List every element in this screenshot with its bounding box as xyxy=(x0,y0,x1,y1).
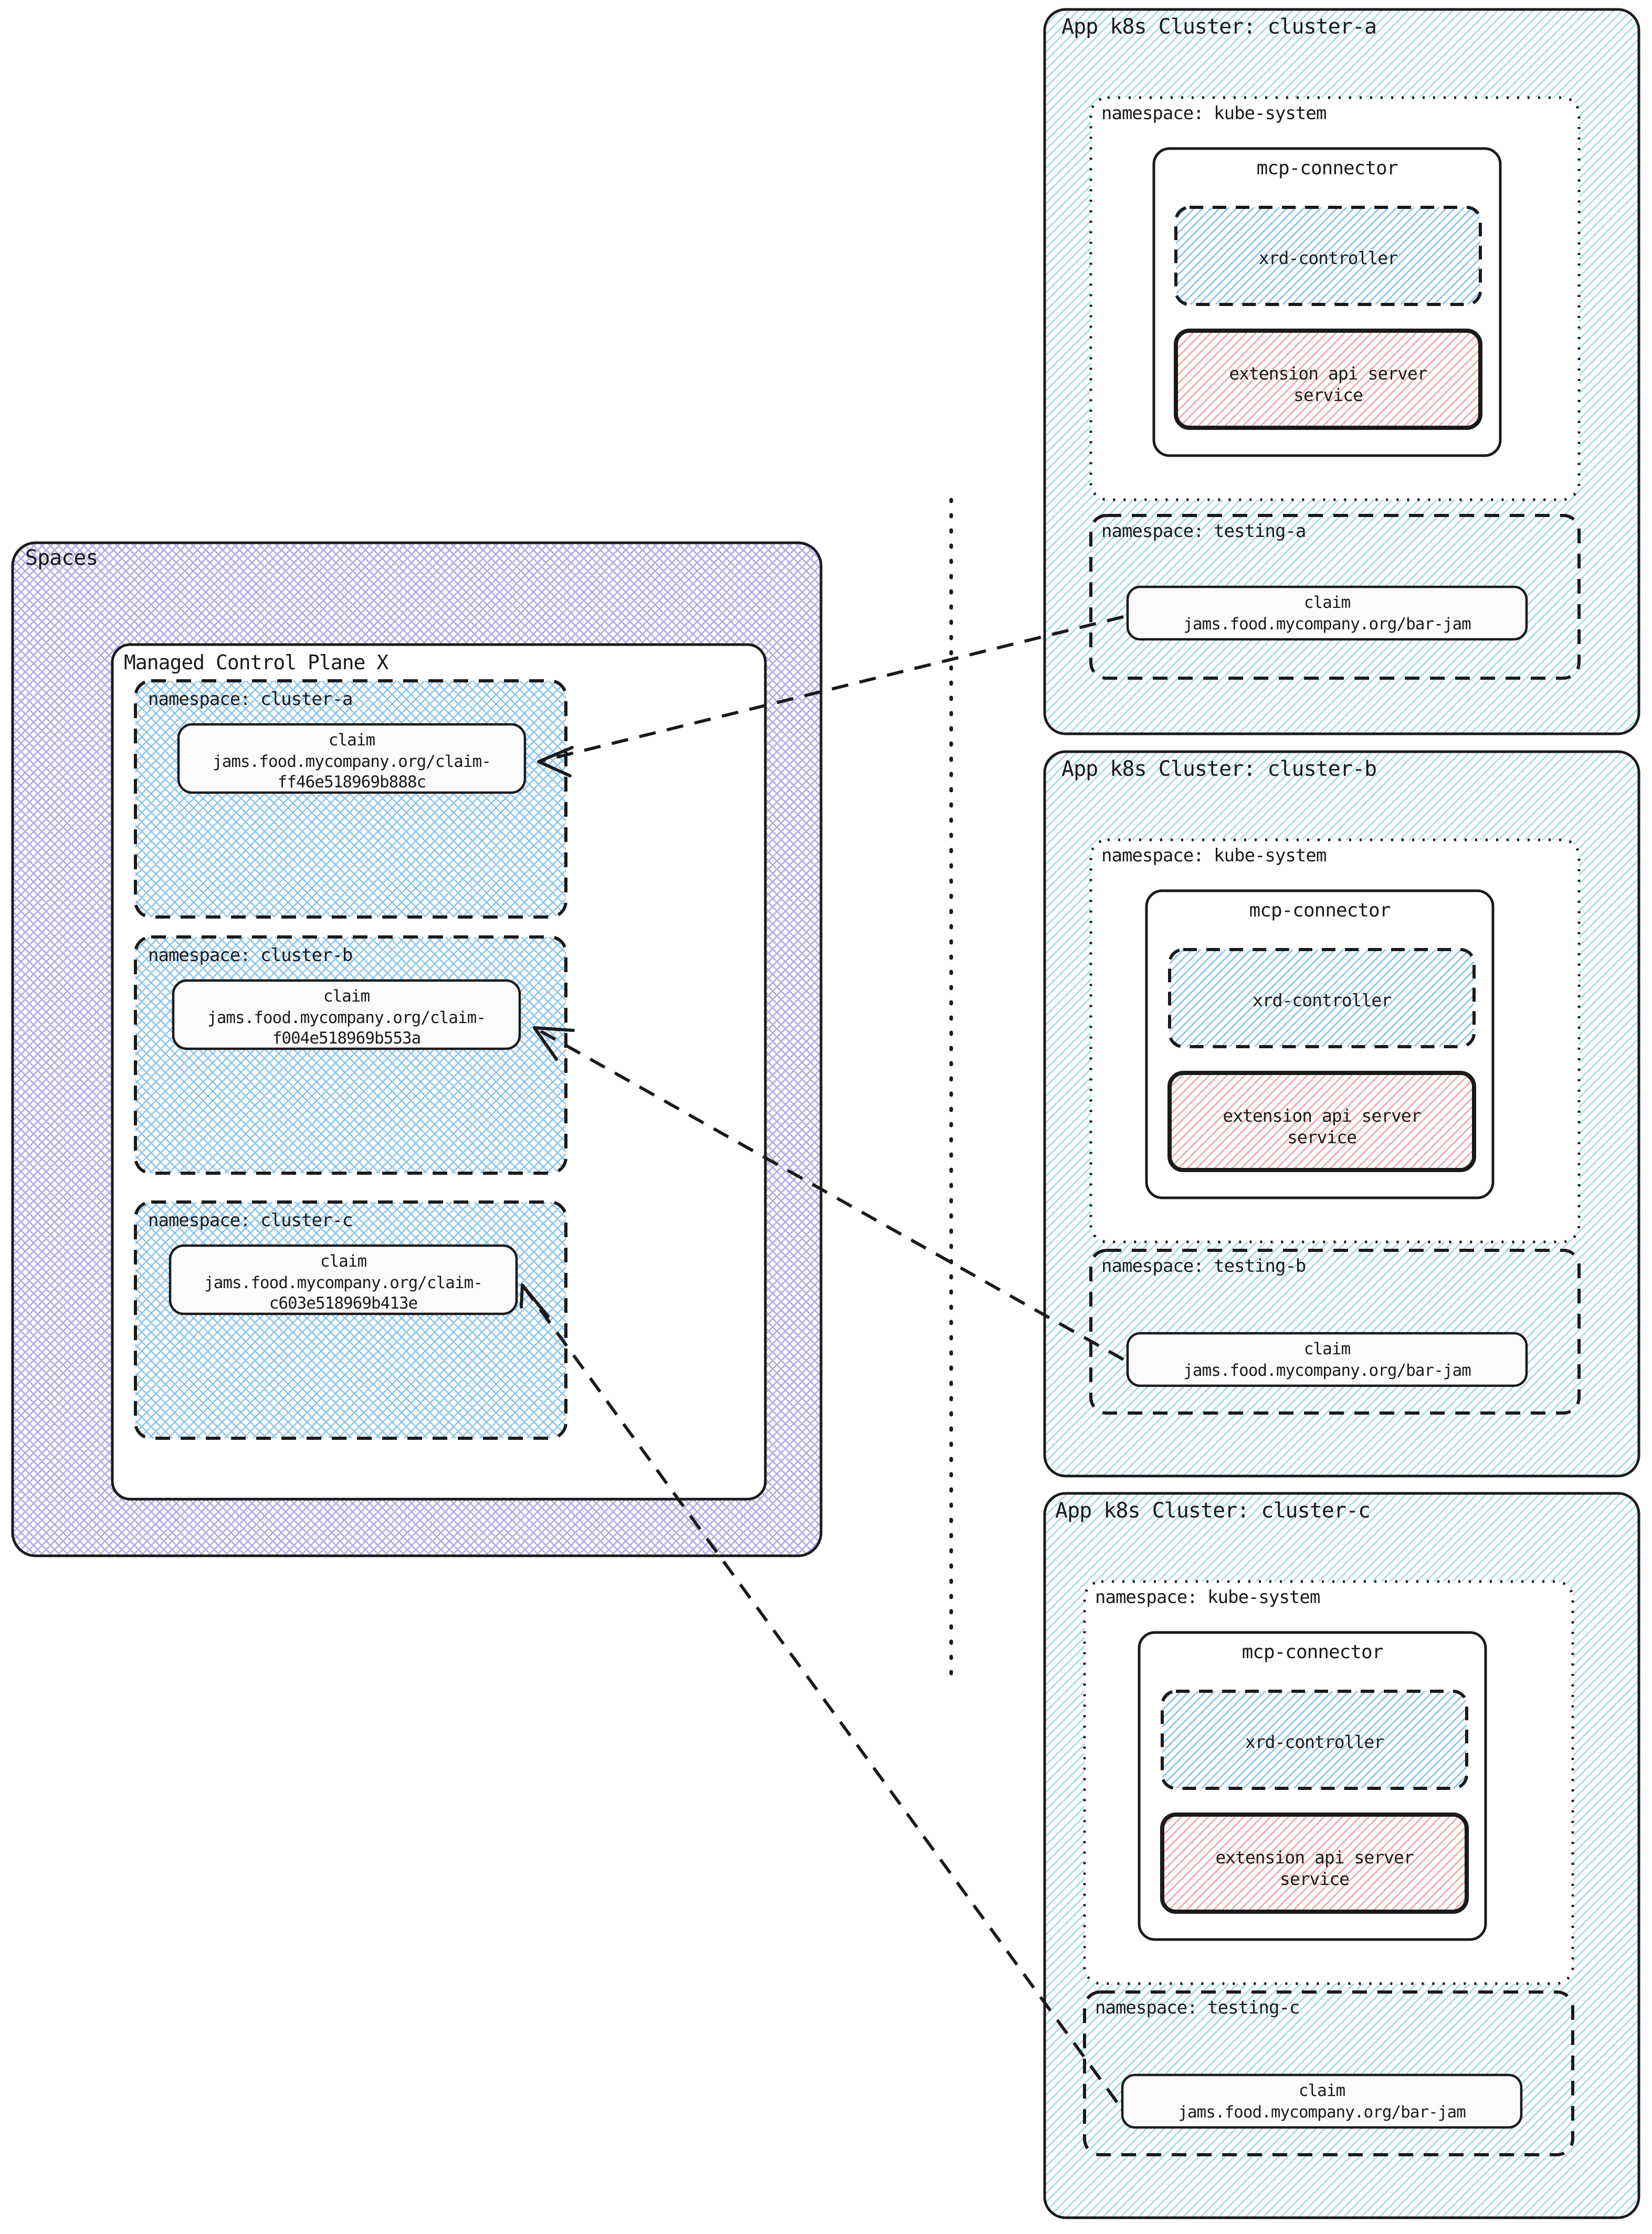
cluster-c-claim-kind: claim xyxy=(1298,2081,1345,2100)
cluster-a-api-server-line2: service xyxy=(1293,385,1363,405)
cluster-c-extension-api-server xyxy=(1160,1813,1469,1914)
claim-cluster-a-ref-line1: jams.food.mycompany.org/claim- xyxy=(213,752,491,771)
claim-box-cluster-a xyxy=(177,723,527,794)
cluster-a-extension-api-server xyxy=(1174,329,1482,430)
claim-cluster-c-ref-line2: c603e518969b413e xyxy=(269,1294,418,1313)
cluster-a-mcp-connector-label: mcp-connector xyxy=(1256,157,1398,179)
claim-cluster-b-kind: claim xyxy=(323,987,370,1006)
cluster-b-kube-system-label: namespace: kube-system xyxy=(1101,845,1327,866)
cluster-a-xrd-controller-label: xrd-controller xyxy=(1258,248,1398,268)
managed-control-plane-title: Managed Control Plane X xyxy=(124,651,388,674)
claim-cluster-c-ref-line1: jams.food.mycompany.org/claim- xyxy=(204,1273,483,1292)
claim-cluster-b-ref-line2: f004e518969b553a xyxy=(272,1029,422,1048)
cluster-a-api-server-line1: extension api server xyxy=(1229,363,1427,384)
cluster-b-claim-kind: claim xyxy=(1303,1340,1351,1358)
namespace-cluster-a-box xyxy=(134,679,567,919)
cluster-b-title: App k8s Cluster: cluster-b xyxy=(1061,757,1377,781)
cluster-a-claim-kind: claim xyxy=(1303,593,1351,612)
cluster-c-mcp-connector-label: mcp-connector xyxy=(1241,1641,1384,1663)
cluster-c-claim-box xyxy=(1121,2073,1523,2129)
cluster-b-claim-box xyxy=(1126,1332,1528,1387)
claim-cluster-b-ref-line1: jams.food.mycompany.org/claim- xyxy=(207,1008,486,1027)
cluster-a-claim-box xyxy=(1126,585,1528,641)
cluster-a-title: App k8s Cluster: cluster-a xyxy=(1061,15,1377,39)
namespace-cluster-b-box xyxy=(134,935,567,1175)
namespace-cluster-b-label: namespace: cluster-b xyxy=(148,945,353,966)
spaces-title: Spaces xyxy=(25,546,98,570)
cluster-a-xrd-controller xyxy=(1174,206,1482,306)
cluster-b-extension-api-server xyxy=(1167,1071,1476,1172)
cluster-b-testing-ns-label: namespace: testing-b xyxy=(1101,1256,1306,1277)
cluster-b-claim-ref: jams.food.mycompany.org/bar-jam xyxy=(1183,1361,1471,1380)
namespace-cluster-c-label: namespace: cluster-c xyxy=(148,1210,353,1231)
connector-arrow-cluster-b xyxy=(533,1026,1124,1361)
cluster-a-claim-ref: jams.food.mycompany.org/bar-jam xyxy=(1183,615,1471,634)
claim-cluster-c-kind: claim xyxy=(320,1252,367,1271)
cluster-c-claim-ref: jams.food.mycompany.org/bar-jam xyxy=(1178,2103,1466,2122)
claim-box-cluster-c xyxy=(169,1244,518,1315)
cluster-b-mcp-connector-label: mcp-connector xyxy=(1249,900,1391,921)
cluster-c-api-server-line1: extension api server xyxy=(1215,1847,1414,1868)
connector-arrow-cluster-a xyxy=(537,615,1124,777)
cluster-b-api-server-line2: service xyxy=(1287,1127,1357,1147)
cluster-c-testing-ns-label: namespace: testing-c xyxy=(1095,1997,1300,2018)
cluster-b-api-server-line1: extension api server xyxy=(1223,1105,1421,1126)
cluster-c-kube-system-label: namespace: kube-system xyxy=(1095,1587,1320,1608)
cluster-c-xrd-controller xyxy=(1161,1690,1468,1790)
cluster-b-xrd-controller-label: xrd-controller xyxy=(1252,990,1392,1010)
cluster-c-api-server-line2: service xyxy=(1279,1869,1350,1889)
cluster-a-kube-system-label: namespace: kube-system xyxy=(1101,103,1327,124)
cluster-c-xrd-controller-label: xrd-controller xyxy=(1245,1732,1384,1752)
claim-cluster-a-kind: claim xyxy=(328,731,375,750)
cluster-a-testing-ns-label: namespace: testing-a xyxy=(1101,521,1306,542)
namespace-cluster-a-label: namespace: cluster-a xyxy=(148,689,353,710)
namespace-cluster-c-box xyxy=(134,1200,567,1440)
claim-cluster-a-ref-line2: ff46e518969b888c xyxy=(277,773,427,792)
cluster-b-xrd-controller xyxy=(1168,948,1476,1048)
connector-arrow-cluster-c xyxy=(520,1283,1119,2103)
claim-box-cluster-b xyxy=(172,979,521,1050)
cluster-c-title: App k8s Cluster: cluster-c xyxy=(1055,1499,1371,1523)
